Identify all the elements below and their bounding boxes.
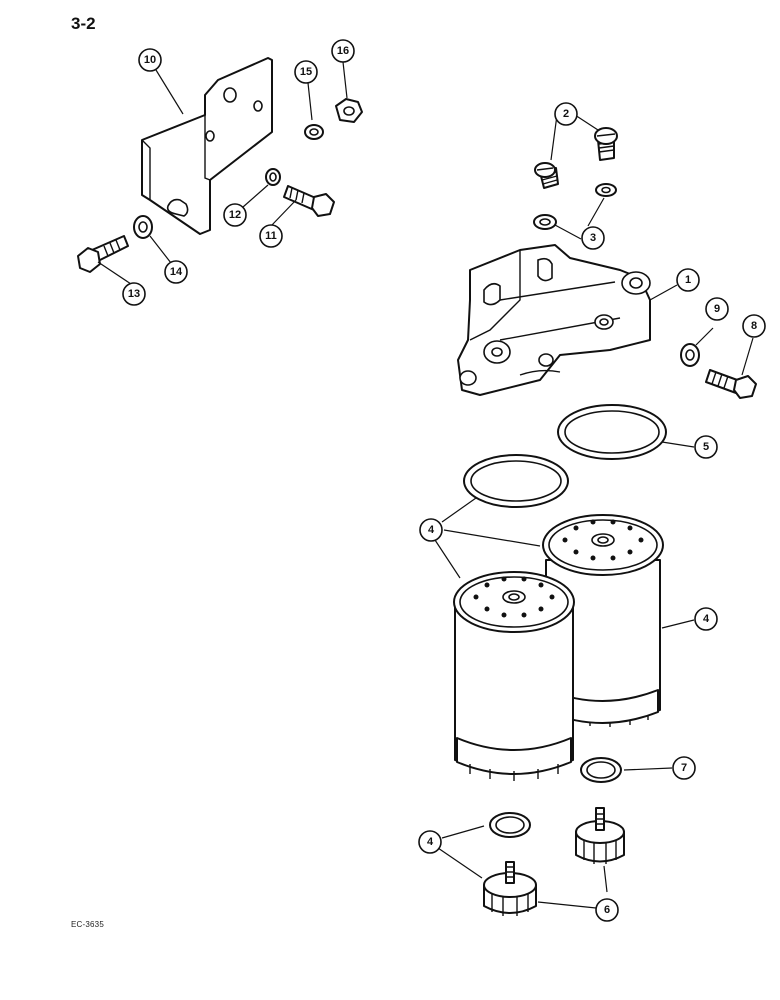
drain-plug-6b	[483, 861, 537, 916]
callout-1: 1	[676, 268, 700, 292]
callout-3-label: 3	[590, 232, 596, 244]
callout-10-label: 10	[144, 54, 156, 66]
washer-9	[680, 343, 700, 367]
callout-4-bottom: 4	[418, 830, 442, 854]
callout-5: 5	[694, 435, 718, 459]
bleed-screw-2a	[534, 162, 559, 189]
callout-1-label: 1	[685, 274, 691, 286]
callout-6-label: 6	[604, 904, 610, 916]
callout-13-label: 13	[128, 288, 140, 300]
lock-washer-12	[265, 168, 281, 186]
callout-11: 11	[259, 224, 283, 248]
seal-4-lower	[489, 812, 531, 838]
callout-2-label: 2	[563, 108, 569, 120]
callout-4-right: 4	[694, 607, 718, 631]
filter-element-front	[453, 571, 575, 781]
filter-head-1	[457, 244, 651, 396]
callout-13: 13	[122, 282, 146, 306]
nut-16	[335, 98, 363, 123]
callout-4-top-label: 4	[428, 524, 435, 536]
reference-code: EC-3635	[71, 920, 104, 929]
callout-16-label: 16	[337, 45, 349, 57]
callout-11-label: 11	[265, 230, 277, 242]
callout-14: 14	[164, 260, 188, 284]
mounting-bracket	[141, 57, 273, 235]
callout-16: 16	[331, 39, 355, 63]
filter-element-rear	[542, 514, 664, 727]
page-number: 3-2	[71, 14, 96, 33]
callout-12-label: 12	[229, 209, 241, 221]
seal-ring-5	[557, 404, 667, 460]
callout-2: 2	[554, 102, 578, 126]
callout-4-bottom-label: 4	[427, 836, 434, 848]
callout-3: 3	[581, 226, 605, 250]
bleed-screw-2b	[594, 127, 618, 161]
washer-14	[133, 215, 153, 239]
callout-7: 7	[672, 756, 696, 780]
callout-4-top: 4	[419, 518, 443, 542]
bolt-11	[283, 185, 335, 217]
callout-8-label: 8	[751, 320, 757, 332]
callout-9-label: 9	[714, 303, 720, 315]
bolt-8	[705, 369, 757, 399]
callout-14-label: 14	[170, 266, 183, 278]
callout-6: 6	[595, 898, 619, 922]
callout-5-label: 5	[703, 441, 709, 453]
callout-4-right-label: 4	[703, 613, 710, 625]
drain-plug-6a	[575, 807, 625, 864]
callout-12: 12	[223, 203, 247, 227]
seal-ring-4-upper	[463, 454, 569, 508]
washer-15	[304, 124, 324, 140]
callout-15-label: 15	[300, 66, 312, 78]
leader-lines	[97, 61, 754, 909]
bolt-13	[77, 235, 129, 273]
callout-10: 10	[138, 48, 162, 72]
sealing-washers-3	[533, 183, 617, 230]
callout-7-label: 7	[681, 762, 687, 774]
seal-7	[580, 757, 622, 783]
callout-15: 15	[294, 60, 318, 84]
callout-8: 8	[742, 314, 766, 338]
callout-9: 9	[705, 297, 729, 321]
